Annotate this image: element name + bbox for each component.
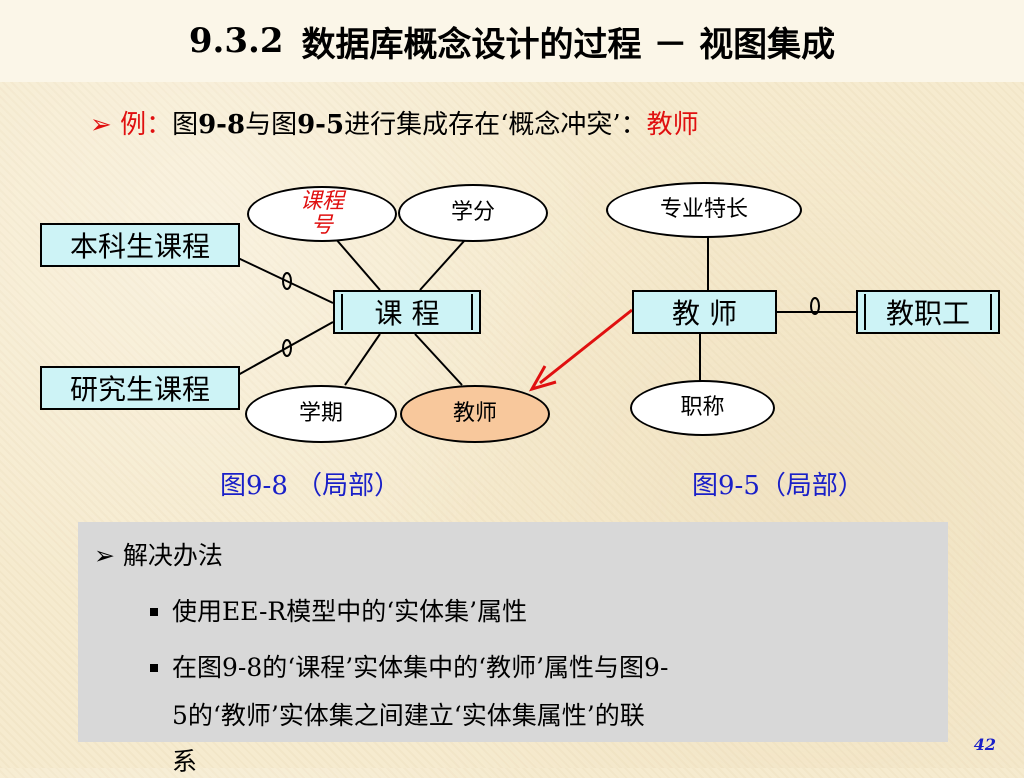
subset-circle-2 (282, 339, 292, 357)
example-text-b: 与图 (245, 110, 298, 140)
line-course-credit (419, 239, 466, 291)
entity-teacher-label: 教 师 (672, 297, 737, 330)
line-course-term (344, 333, 381, 386)
conflict-arrowhead (528, 365, 557, 392)
sub-entity-undergrad: 本科生课程 (40, 223, 240, 267)
attr-specialty-label: 专业特长 (659, 197, 748, 222)
attr-credit: 学分 (398, 184, 548, 242)
square-bullet-icon (150, 607, 158, 616)
example-fig-b: 9-5 (297, 110, 345, 140)
caption-fig-9-8: 图9-8 （局部） (220, 471, 401, 501)
entity-staff-label: 教职工 (885, 297, 970, 330)
attr-course-id-l1: 课程 (299, 189, 344, 214)
bullet-arrow-icon: ➢ (90, 110, 112, 140)
solution-arrow-icon: ➢ (94, 541, 115, 570)
caption-fig-9-5: 图9-5（局部） (692, 471, 864, 501)
example-text-a: 图 (172, 110, 199, 140)
entity-course-label: 课 程 (374, 297, 440, 330)
sub-entity-undergrad-label: 本科生课程 (69, 230, 210, 263)
subset-circle-1 (282, 272, 292, 290)
attr-teacher-label: 教师 (452, 401, 497, 426)
solution-heading: ➢ 解决办法 (94, 536, 223, 572)
solution-panel (78, 522, 948, 742)
solution-bullet-2-line3: 系 (172, 747, 198, 776)
attr-title: 职称 (630, 380, 775, 436)
page-number: 42 (973, 735, 996, 754)
solution-bullet-2-line1: 在图9-8的‘课程’实体集中的‘教师’属性与图9- (172, 653, 669, 682)
example-fig-a: 9-8 (198, 110, 246, 140)
attr-title-label: 职称 (680, 395, 725, 420)
square-bullet-icon (150, 663, 158, 672)
entity-staff: 教职工 (856, 290, 1000, 334)
line-course-teacher (414, 333, 463, 386)
attr-credit-label: 学分 (450, 200, 495, 225)
attr-teacher: 教师 (400, 385, 550, 443)
attr-course-id: 课程 号 (247, 186, 397, 242)
conflict-word: 教师 (646, 110, 699, 140)
attr-term-label: 学期 (298, 401, 343, 426)
line-course-id (334, 237, 381, 291)
attr-specialty: 专业特长 (606, 182, 802, 238)
conflict-arrow (539, 308, 633, 385)
line-sub2 (237, 321, 334, 376)
solution-bullet-1: 使用EE-R模型中的‘实体集’属性 (150, 592, 527, 628)
title-text: 数据库概念设计的过程 － 视图集成 (301, 24, 836, 65)
entity-course: 课 程 (333, 290, 481, 334)
example-text-c: 进行集成存在‘概念冲突’： (344, 110, 647, 140)
subset-circle-3 (810, 297, 820, 315)
solution-bullet-2: 在图9-8的‘课程’实体集中的‘教师’属性与图9- (150, 648, 668, 684)
attr-term: 学期 (245, 385, 397, 443)
attr-course-id-l2: 号 (310, 213, 333, 238)
solution-heading-text: 解决办法 (122, 541, 223, 570)
slide-title: 9.3.2 数据库概念设计的过程 － 视图集成 (0, 0, 1024, 82)
sub-entity-graduate-label: 研究生课程 (69, 373, 210, 406)
entity-teacher: 教 师 (632, 290, 777, 334)
solution-bullet-1-text: 使用EE-R模型中的‘实体集’属性 (172, 597, 528, 626)
example-line: ➢ 例：图9-8与图9-5进行集成存在‘概念冲突’：教师 (90, 104, 699, 141)
example-label: 例： (120, 110, 173, 140)
solution-bullet-2-line2: 5的‘教师’实体集之间建立‘实体集属性’的联 (172, 701, 645, 730)
sub-entity-graduate: 研究生课程 (40, 366, 240, 410)
line-sub1 (237, 257, 334, 304)
section-number: 9.3.2 (188, 21, 284, 61)
